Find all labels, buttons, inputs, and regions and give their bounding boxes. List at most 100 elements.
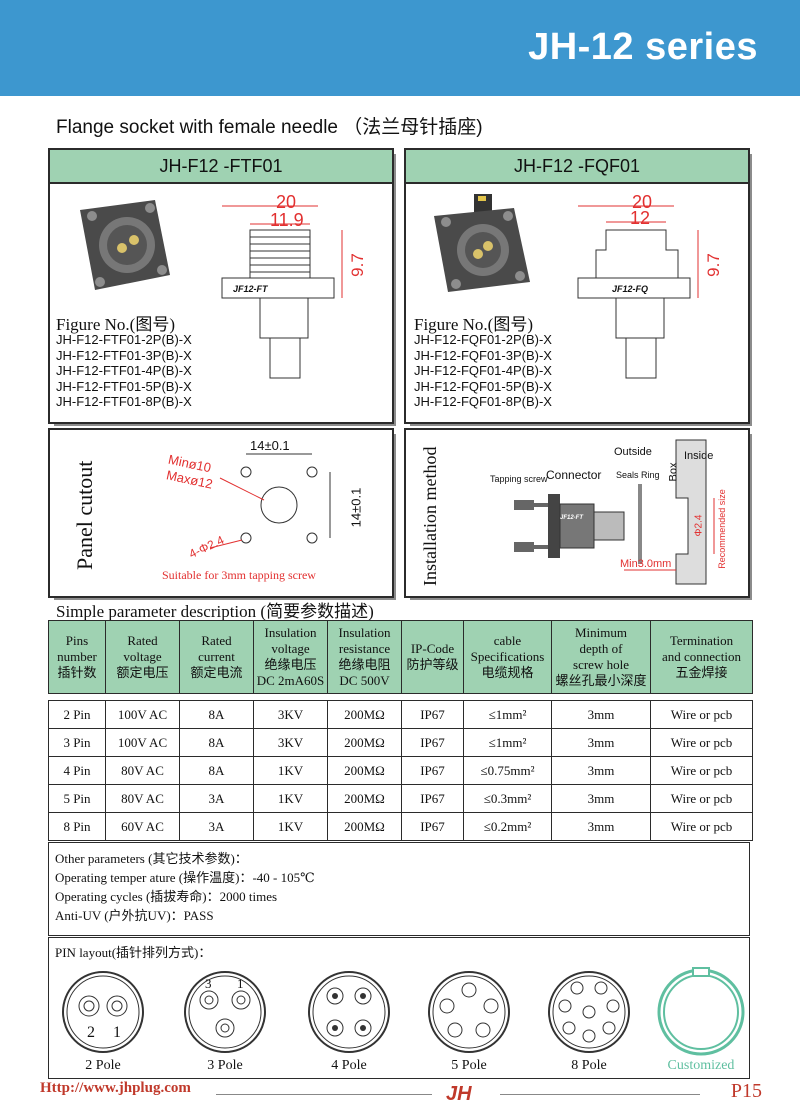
table-cell: 3mm — [551, 784, 651, 813]
pole-2-pin-number: 1 — [113, 1024, 121, 1041]
dim-height: 9.7 — [703, 253, 723, 277]
table-cell: 4 Pin — [48, 756, 106, 785]
table-cell: IP67 — [401, 756, 464, 785]
table-cell: 3mm — [551, 812, 651, 841]
table-cell: 80V AC — [105, 756, 180, 785]
table-cell: 8A — [179, 700, 254, 729]
series-title: JH-12 series — [528, 26, 758, 68]
dim-width: 20 — [632, 192, 653, 212]
seals-ring-label: Seals Ring — [616, 470, 660, 480]
table-cell: 3mm — [551, 700, 651, 729]
figure-label: Figure No.(图号) — [56, 315, 175, 334]
list-item: JH-F12-FQF01-4P(B)-X — [414, 363, 552, 378]
cutout-note: Suitable for 3mm tapping screw — [162, 568, 316, 582]
table-cell: 200MΩ — [327, 812, 402, 841]
list-item: JH-F12-FTF01-4P(B)-X — [56, 363, 192, 378]
dim-height: 9.7 — [347, 253, 367, 277]
table-cell: 1KV — [253, 756, 328, 785]
table-cell: 8A — [179, 756, 254, 785]
recommended-size: Recommended size — [716, 489, 727, 569]
table-cell: 200MΩ — [327, 784, 402, 813]
dim-width: 20 — [276, 192, 297, 212]
page-number: P15 — [730, 1080, 762, 1102]
table-cell: 3mm — [551, 756, 651, 785]
pole-label: Customized — [667, 1058, 735, 1073]
title-banner: JH-12 series — [0, 0, 800, 96]
table-cell: 8A — [179, 728, 254, 757]
tapping-screw-label: Tapping screw — [490, 474, 548, 484]
list-item: JH-F12-FQF01-3P(B)-X — [414, 347, 552, 363]
dim-inner: 11.9 — [270, 210, 304, 230]
table-cell: Wire or pcb — [650, 728, 753, 757]
table-cell: Wire or pcb — [650, 700, 753, 729]
pole-5-diagram — [428, 971, 510, 1053]
table-cell: Wire or pcb — [650, 812, 753, 841]
list-item: JH-F12-FTF01-3P(B)-X — [56, 347, 192, 363]
table-cell: IP67 — [401, 784, 464, 813]
pole-label: 4 Pole — [331, 1058, 367, 1073]
outside-label: Outside — [614, 446, 652, 458]
page-subtitle: Flange socket with female needle （法兰母针插座… — [56, 117, 483, 138]
website-link[interactable]: Http://www.jhplug.com — [40, 1080, 191, 1096]
pole-label: 5 Pole — [451, 1058, 487, 1073]
operating-temperature: Operating temper ature (操作温度)：-40 - 105℃ — [55, 870, 315, 885]
pole-label: 2 Pole — [85, 1058, 121, 1073]
table-cell: 80V AC — [105, 784, 180, 813]
list-item: JH-F12-FQF01-5P(B)-X — [414, 378, 552, 394]
divider — [500, 1094, 700, 1095]
table-cell: ≤0.75mm² — [463, 756, 552, 785]
table-cell: 3mm — [551, 728, 651, 757]
table-cell: ≤0.2mm² — [463, 812, 552, 841]
pin-layout-box: PIN layout(插针排列方式)： — [48, 937, 750, 1079]
table-spacer-row — [48, 693, 753, 701]
table-cell: ≤1mm² — [463, 700, 552, 729]
anti-uv: Anti-UV (户外抗UV)：PASS — [55, 908, 214, 923]
installation-box: Installation method Outside Inside Box C… — [404, 428, 750, 598]
table-cell: 3KV — [253, 728, 328, 757]
product-box-fqf01: JH-F12 -FQF01 20 12 9.7 JF12-FQ Figure N… — [404, 148, 750, 424]
params-title: Simple parameter description (简要参数描述) — [56, 602, 374, 621]
list-item: JH-F12-FTF01-2P(B)-X — [56, 332, 192, 347]
table-cell: 3A — [179, 812, 254, 841]
table-cell: ≤0.3mm² — [463, 784, 552, 813]
spacing-vertical: 14±0.1 — [348, 487, 364, 528]
panel-cutout-box: Panel cutout 14±0.1 14±0.1 Minø10 Maxø12… — [48, 428, 394, 598]
min-depth: Min3.0mm — [620, 558, 672, 570]
table-cell: IP67 — [401, 728, 464, 757]
table-cell: 3A — [179, 784, 254, 813]
pole-label: 8 Pole — [571, 1058, 607, 1073]
table-cell: 1KV — [253, 812, 328, 841]
table-cell: 60V AC — [105, 812, 180, 841]
body-label: JF12-FQ — [612, 284, 649, 294]
product-model: JH-F12 -FQF01 — [406, 150, 748, 184]
dimension-drawing — [577, 205, 699, 379]
part-number-list: JH-F12-FQF01-2P(B)-X JH-F12-FQF01-3P(B)-… — [414, 332, 552, 410]
list-item: JH-F12-FTF01-8P(B)-X — [56, 394, 192, 409]
table-cell: 100V AC — [105, 700, 180, 729]
product-box-ftf01: JH-F12 -FTF01 20 11.9 9.7 JF12-FT Figure… — [48, 148, 394, 424]
table-cell: Wire or pcb — [650, 756, 753, 785]
table-cell: 100V AC — [105, 728, 180, 757]
pole-3-pin-number: 1 — [237, 976, 244, 991]
box-label: Box — [667, 462, 680, 482]
custom-diagram — [657, 967, 745, 1056]
table-cell: 2 Pin — [48, 700, 106, 729]
connector-label: Connector — [546, 468, 602, 482]
list-item: JH-F12-FTF01-5P(B)-X — [56, 378, 192, 394]
hole-diameter: Φ2.4 — [693, 514, 705, 537]
pole-8-diagram — [548, 971, 630, 1053]
table-cell: 200MΩ — [327, 728, 402, 757]
operating-cycles: Operating cycles (插拔寿命)：2000 times — [55, 889, 278, 904]
list-item: JH-F12-FQF01-2P(B)-X — [414, 332, 552, 347]
